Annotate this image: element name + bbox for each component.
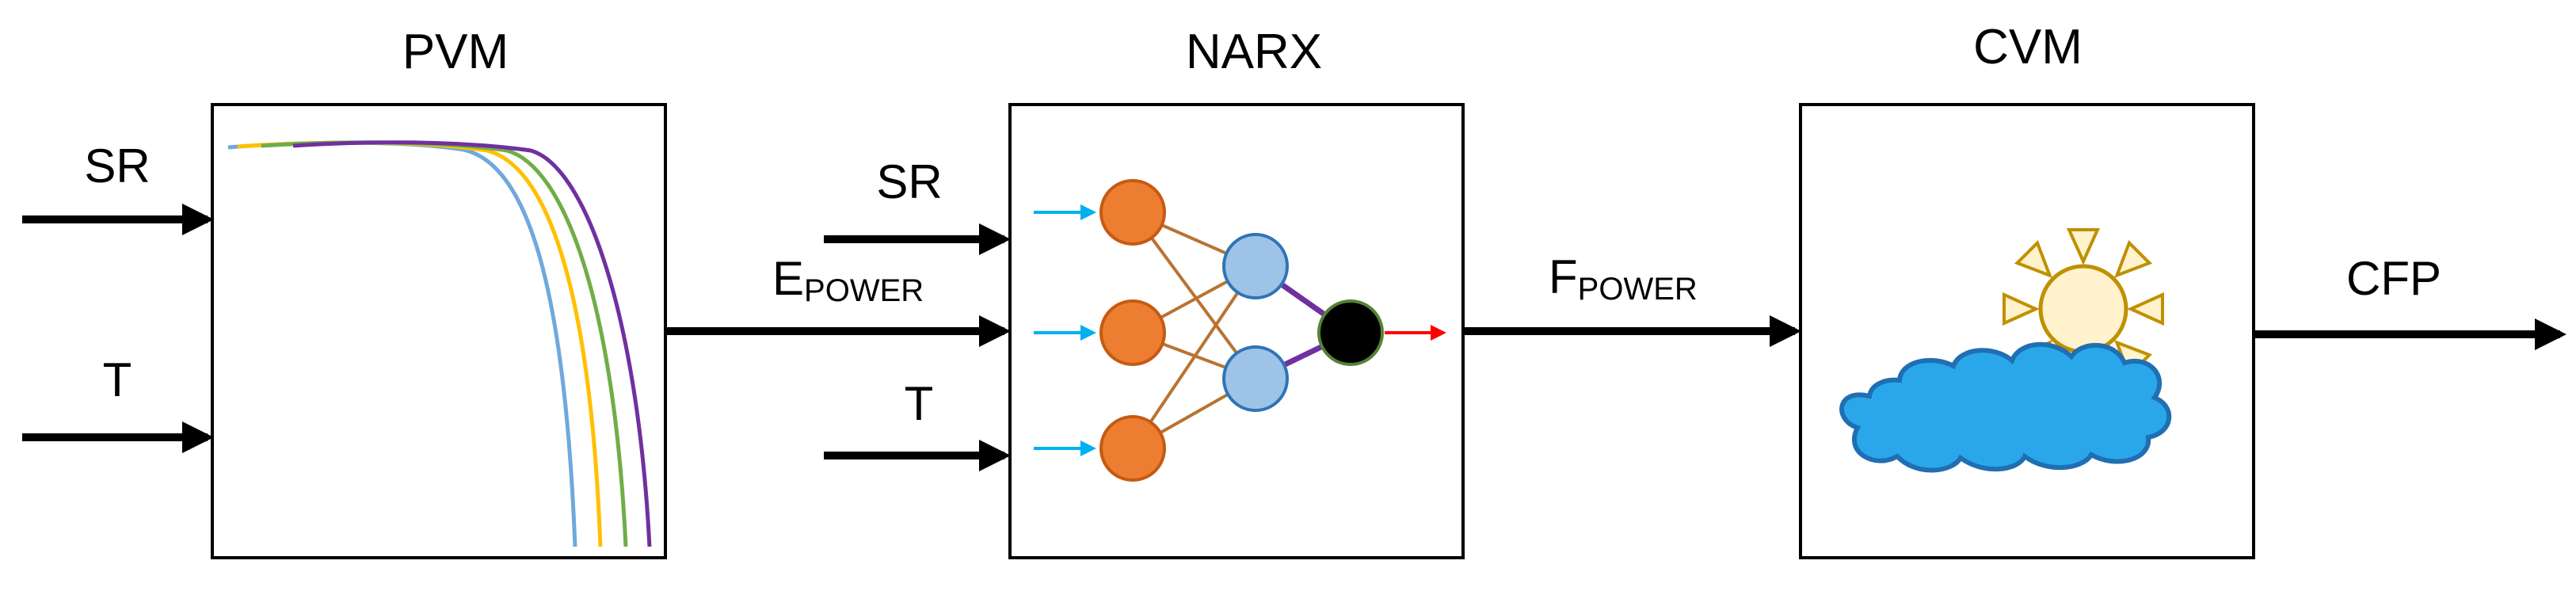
pvm-block: PVM SR T [22, 25, 667, 559]
pvm-input-sr-label: SR [84, 139, 150, 193]
weight-line [1131, 211, 1257, 380]
sun-ray [2002, 292, 2040, 326]
pvm-input-t-label: T [103, 353, 132, 406]
sun-icon [2002, 228, 2164, 379]
weight-line [1131, 265, 1257, 450]
pvm-title: PVM [402, 25, 509, 79]
sun-ray [2113, 239, 2153, 279]
cvm-box [1799, 103, 2255, 559]
f-power-sub: POWER [1578, 272, 1698, 307]
input-neuron [1099, 179, 1166, 246]
sun-behind-cloud-icon [1839, 228, 2172, 473]
e-power-label: EPOWER [772, 252, 924, 308]
neural-network-icon [1034, 179, 1446, 482]
narx-input-t-label: T [905, 377, 934, 430]
output-neuron [1317, 299, 1384, 366]
iv-curves-icon [227, 140, 652, 547]
f-power-label: FPOWER [1549, 250, 1698, 307]
cvm-title: CVM [1973, 20, 2083, 74]
f-power-main: F [1549, 250, 1578, 303]
f-power-signal: FPOWER [1465, 250, 1801, 347]
sun-ray [2066, 228, 2101, 265]
sun-disc [2038, 264, 2128, 354]
cfp-label: CFP [2346, 252, 2441, 305]
cloud-shape [1839, 341, 2172, 473]
e-power-signal: EPOWER [667, 252, 1011, 347]
sun-ray [2127, 292, 2164, 326]
input-neuron [1099, 299, 1166, 366]
cfp-signal: CFP [2255, 252, 2566, 350]
hidden-neuron [1222, 345, 1289, 412]
cloud-icon [1839, 341, 2172, 473]
e-power-main: E [772, 252, 804, 305]
narx-input-sr-label: SR [876, 155, 942, 208]
hidden-neuron [1222, 233, 1289, 299]
narx-block: NARX SR T [824, 25, 1465, 559]
network-input-arrows [1034, 204, 1096, 456]
input-neuron [1099, 415, 1166, 482]
pvm-box [211, 103, 667, 559]
narx-title: NARX [1186, 25, 1322, 79]
cvm-block: CVM [1799, 20, 2255, 559]
e-power-sub: POWER [804, 273, 924, 308]
iv-curve-purple [292, 140, 652, 547]
sun-ray [2014, 239, 2053, 279]
